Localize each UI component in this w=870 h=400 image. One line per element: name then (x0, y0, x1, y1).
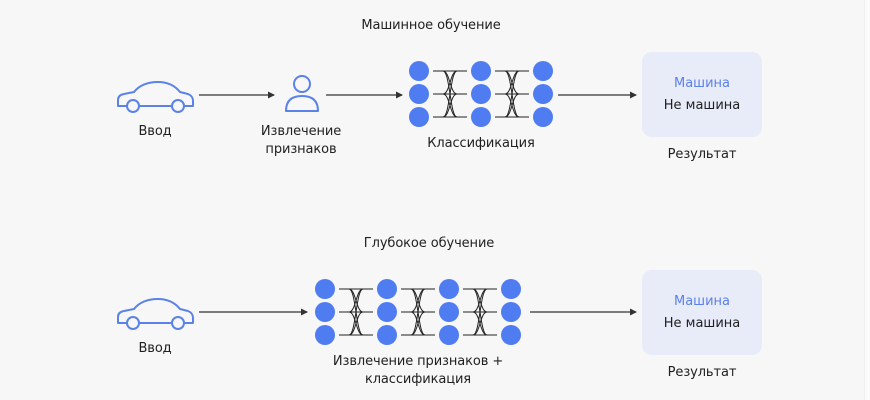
right-edge (864, 0, 870, 400)
classification-label: Классификация (427, 136, 535, 151)
network-node (377, 279, 397, 299)
network-connection (339, 311, 373, 336)
network-node (533, 61, 553, 81)
network-label-line1: Извлечение признаков + (332, 354, 504, 369)
result-option-not-car: Не машина (663, 97, 741, 113)
network-node (409, 61, 429, 81)
classification-network (409, 61, 553, 127)
person-icon (285, 75, 319, 112)
deep-network (315, 279, 521, 345)
network-label-line2: классификация (364, 372, 472, 387)
result-option-not-car: Не машина (663, 315, 741, 331)
input-label: Ввод (138, 341, 172, 356)
network-node (439, 325, 459, 345)
network-node (377, 302, 397, 322)
network-connection (463, 311, 497, 336)
car-icon (117, 81, 194, 113)
result-option-car: Машина (674, 293, 730, 309)
section-title-machine-learning: Машинное обучение (361, 18, 501, 33)
result-label: Результат (667, 147, 737, 162)
network-node (501, 325, 521, 345)
result-box: Машина Не машина (642, 270, 762, 355)
network-node (471, 84, 491, 104)
network-node (471, 61, 491, 81)
network-node (533, 107, 553, 127)
network-node (439, 279, 459, 299)
feature-extraction-label-line2: признаков (265, 142, 337, 157)
car-icon (117, 298, 194, 330)
result-option-car: Машина (674, 75, 730, 91)
input-label: Ввод (138, 124, 172, 139)
network-node (377, 325, 397, 345)
network-node (409, 84, 429, 104)
network-connection (339, 288, 373, 313)
section-title-deep-learning: Глубокое обучение (363, 236, 495, 251)
feature-extraction-label-line1: Извлечение (260, 124, 342, 139)
network-node (315, 325, 335, 345)
network-node (315, 279, 335, 299)
network-node (501, 302, 521, 322)
network-node (409, 107, 429, 127)
network-connection (495, 93, 529, 118)
network-connection (495, 70, 529, 95)
network-node (501, 279, 521, 299)
network-node (471, 107, 491, 127)
network-connection (433, 93, 467, 118)
network-connection (401, 288, 435, 313)
network-connection (401, 311, 435, 336)
result-box: Машина Не машина (642, 52, 762, 137)
network-node (439, 302, 459, 322)
result-label: Результат (667, 365, 737, 380)
network-connection (463, 288, 497, 313)
network-node (533, 84, 553, 104)
network-connection (433, 70, 467, 95)
network-node (315, 302, 335, 322)
